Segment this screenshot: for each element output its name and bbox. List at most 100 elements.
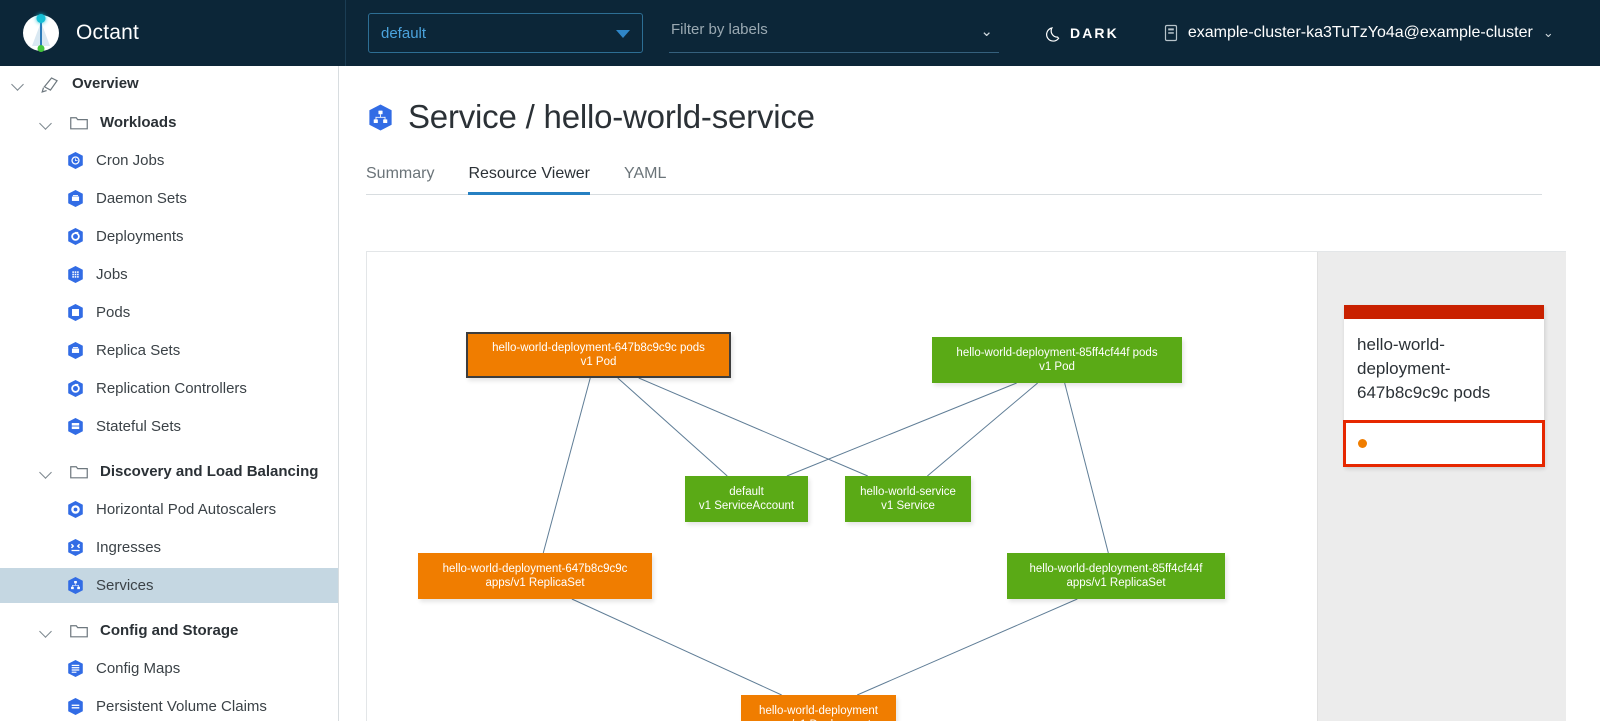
folder-icon — [70, 465, 88, 478]
graph-node-name: hello-world-deployment-647b8c9c9c pods — [492, 342, 705, 354]
detail-card-title: hello-world-deployment-647b8c9c9c pods — [1357, 335, 1491, 402]
graph-edge — [571, 598, 782, 696]
graph-node-kind: v1 Service — [881, 500, 935, 512]
graph-node-kind: v1 Pod — [1039, 361, 1075, 373]
sidebar-item-jobs[interactable]: Jobs — [0, 257, 338, 292]
graph-node-name: hello-world-deployment-85ff4cf44f pods — [956, 347, 1158, 359]
graph-edge — [1064, 382, 1109, 554]
namespace-selector[interactable]: default — [368, 13, 643, 53]
tab-bar[interactable]: Summary Resource Viewer YAML — [366, 158, 1542, 195]
chevron-down-icon[interactable] — [10, 76, 26, 92]
sidebar-item-daemon-sets[interactable]: Daemon Sets — [0, 181, 338, 216]
graph-node-name: hello-world-deployment — [759, 705, 878, 717]
sidebar-item-label: Cron Jobs — [96, 152, 165, 169]
sidebar-item-label: Replication Controllers — [96, 380, 247, 397]
graph-node-name: hello-world-deployment-85ff4cf44f — [1029, 563, 1203, 575]
chevron-down-icon[interactable] — [38, 464, 54, 480]
label-filter[interactable]: ⌄ — [669, 13, 999, 53]
tab-yaml[interactable]: YAML — [624, 165, 667, 182]
sidebar-item-label: Daemon Sets — [96, 190, 187, 207]
tab-resource-viewer[interactable]: Resource Viewer — [468, 159, 590, 195]
folder-icon — [70, 116, 88, 129]
page-title: Service / hello-world-service — [366, 98, 1600, 136]
graph-node-name: hello-world-deployment-647b8c9c9c — [442, 563, 628, 575]
resource-viewer: hello-world-deployment-647b8c9c9c pods v1… — [366, 251, 1566, 721]
tab-summary[interactable]: Summary — [366, 165, 435, 182]
chevron-down-icon: ⌄ — [1542, 25, 1554, 40]
overview-icon — [41, 76, 58, 93]
moon-icon — [1046, 26, 1060, 42]
chevron-down-icon[interactable] — [38, 115, 54, 131]
sidebar-item-config-maps[interactable]: Config Maps — [0, 651, 338, 686]
configmap-icon — [68, 659, 83, 678]
detail-card-accent-bar — [1344, 305, 1544, 319]
pod-icon — [68, 303, 83, 322]
status-dot-icon — [1358, 439, 1367, 448]
cluster-icon — [1164, 24, 1177, 42]
replicaset-icon — [68, 341, 83, 360]
sidebar-item-label: Persistent Volume Claims — [96, 698, 267, 715]
sidebar-item-deployments[interactable]: Deployments — [0, 219, 338, 254]
sidebar-item-workloads[interactable]: Workloads — [0, 105, 338, 140]
graph-node-rs-647[interactable]: hello-world-deployment-647b8c9c9c apps/v1… — [418, 553, 652, 599]
sidebar-item-ingresses[interactable]: Ingresses — [0, 530, 338, 565]
page-title-text: Service / hello-world-service — [408, 98, 815, 135]
detail-card[interactable]: hello-world-deployment-647b8c9c9c pods — [1343, 305, 1545, 467]
detail-card-status[interactable] — [1343, 420, 1545, 467]
sidebar-item-label: Pods — [96, 304, 131, 321]
cluster-selector[interactable]: example-cluster-ka3TuTzYo4a@example-clus… — [1163, 24, 1554, 42]
resource-graph-canvas[interactable]: hello-world-deployment-647b8c9c9c pods v1… — [367, 252, 1295, 721]
namespace-selector-value: default — [381, 24, 427, 42]
deployment-icon — [68, 227, 83, 246]
chevron-down-icon[interactable] — [38, 623, 54, 639]
sidebar-item-label: Overview — [72, 75, 139, 92]
header-divider — [345, 0, 346, 66]
detail-panel: hello-world-deployment-647b8c9c9c pods — [1317, 252, 1566, 721]
graph-edge — [786, 382, 1017, 477]
sidebar-item-replication-controllers[interactable]: Replication Controllers — [0, 371, 338, 406]
sidebar-item-cron-jobs[interactable]: Cron Jobs — [0, 143, 338, 178]
service-icon — [369, 103, 392, 131]
sidebar-item-label: Stateful Sets — [96, 418, 182, 435]
sidebar-item-label: Config Maps — [96, 660, 181, 677]
sidebar-item-services[interactable]: Services — [0, 568, 338, 603]
brand[interactable]: Octant — [0, 0, 345, 66]
graph-node-kind: apps/v1 Deployment — [766, 718, 871, 721]
graph-edge — [542, 377, 591, 554]
job-icon — [68, 265, 83, 284]
sidebar-item-overview[interactable]: Overview — [0, 66, 338, 101]
sidebar-item-horizontal-pod-autoscalers[interactable]: Horizontal Pod Autoscalers — [0, 492, 338, 527]
graph-edge — [617, 377, 728, 477]
sidebar-item-pods[interactable]: Pods — [0, 295, 338, 330]
theme-toggle-button[interactable]: DARK — [1045, 25, 1119, 42]
statefulset-icon — [68, 417, 83, 436]
sidebar-item-discovery-and-load-balancing[interactable]: Discovery and Load Balancing — [0, 454, 338, 489]
octant-logo-icon — [20, 12, 62, 54]
daemonset-icon — [68, 189, 83, 208]
sidebar-item-label: Discovery and Load Balancing — [100, 463, 319, 480]
chevron-down-icon[interactable]: ⌄ — [980, 23, 993, 40]
sidebar-item-label: Replica Sets — [96, 342, 181, 359]
service-icon — [68, 576, 83, 595]
graph-node-kind: apps/v1 ReplicaSet — [485, 577, 585, 589]
cronjob-icon — [68, 151, 83, 170]
sidebar-item-label: Jobs — [96, 266, 128, 283]
sidebar-item-config-and-storage[interactable]: Config and Storage — [0, 613, 338, 648]
sidebar-item-label: Ingresses — [96, 539, 162, 556]
sidebar-item-label: Horizontal Pod Autoscalers — [96, 501, 277, 518]
graph-node-pod-85f[interactable]: hello-world-deployment-85ff4cf44f pods v1… — [932, 337, 1182, 383]
pvc-icon — [68, 697, 83, 716]
sidebar-item-persistent-volume-claims[interactable]: Persistent Volume Claims — [0, 689, 338, 721]
graph-edge — [638, 377, 868, 477]
main-content: Service / hello-world-service Summary Res… — [340, 66, 1600, 721]
sidebar-item-stateful-sets[interactable]: Stateful Sets — [0, 409, 338, 444]
sidebar-item-label: Workloads — [100, 114, 177, 131]
label-filter-input[interactable] — [669, 21, 999, 44]
sidebar-item-replica-sets[interactable]: Replica Sets — [0, 333, 338, 368]
graph-node-deploy[interactable]: hello-world-deploymentapps/v1 Deployment — [741, 695, 896, 721]
